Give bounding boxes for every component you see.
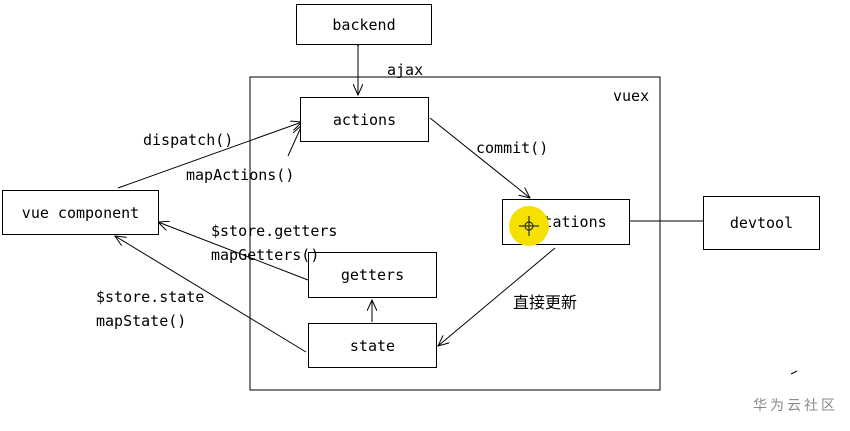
store-getters-label: $store.getters [211, 222, 338, 240]
getters-label: getters [340, 266, 405, 284]
getters-to-component-arrow [158, 222, 309, 281]
actions-box: actions [300, 97, 429, 142]
map-actions-arrow [287, 125, 302, 157]
vue-component-box: vue component [2, 190, 159, 235]
commit-label: commit() [476, 139, 549, 157]
commit-arrow [429, 117, 530, 198]
state-label: state [349, 336, 396, 355]
map-actions-label: mapActions() [186, 166, 295, 184]
actions-label: actions [332, 110, 397, 129]
watermark-text: 华为云社区 [753, 398, 838, 414]
state-box: state [308, 323, 437, 368]
devtool-box: devtool [703, 196, 820, 250]
backend-label: backend [332, 15, 396, 34]
getters-box: getters [308, 252, 437, 298]
map-getters-label: mapGetters() [211, 246, 320, 264]
vuex-container-label: vuex [613, 87, 650, 105]
dispatch-arrow [117, 122, 302, 189]
stray-mark [790, 370, 798, 375]
direct-update-label: 直接更新 [513, 293, 578, 312]
vuex-container-border [249, 76, 661, 391]
dispatch-label: dispatch() [143, 131, 234, 149]
direct-update-arrow [438, 247, 556, 346]
map-state-label: mapState() [96, 312, 187, 330]
state-to-component-arrow [115, 236, 307, 353]
store-state-label: $store.state [96, 288, 205, 306]
ajax-label: ajax [387, 61, 424, 79]
backend-box: backend [296, 4, 432, 45]
devtool-label: devtool [729, 214, 794, 232]
cursor-highlight-icon [509, 206, 549, 246]
vue-component-label: vue component [21, 203, 140, 222]
